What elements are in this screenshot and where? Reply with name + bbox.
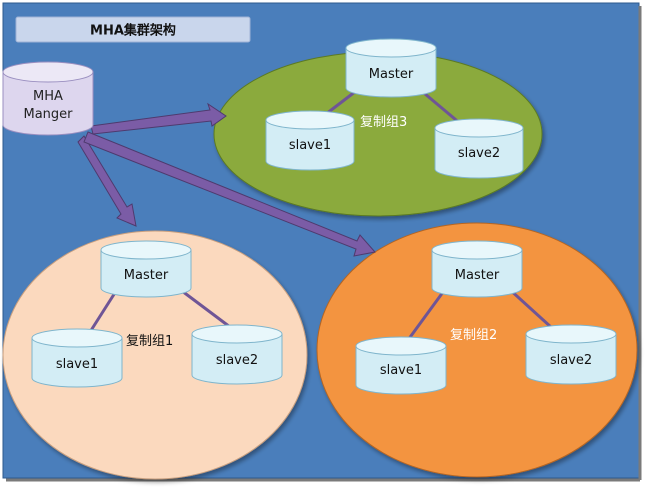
group3-label: 复制组3 <box>360 115 407 130</box>
group3-master-node: Master <box>345 38 437 98</box>
group2-link-slave2 <box>506 286 554 330</box>
title-box <box>15 16 251 43</box>
arrow-to-group1 <box>77 135 137 227</box>
group1-master-label: Master <box>124 268 169 283</box>
manager-arrows <box>77 102 376 257</box>
group2-master-label: Master <box>455 268 500 283</box>
page-title: MHA集群架构 <box>90 23 176 39</box>
group1-slave2-node: slave2 <box>191 324 283 385</box>
group2-slave1-node: slave1 <box>355 336 447 395</box>
group2-slave2-label: slave2 <box>550 353 592 368</box>
group3-slave2-node: slave2 <box>434 118 524 179</box>
group2-link-slave1 <box>406 287 448 341</box>
group2-slave2-node: slave2 <box>525 324 617 385</box>
mha-manager-node: MHA Manger <box>2 61 94 136</box>
group1-label: 复制组1 <box>126 334 173 349</box>
group1-ellipse <box>2 230 308 480</box>
group1-master-node: Master <box>100 240 192 298</box>
group2-ellipse <box>316 222 638 478</box>
group2-label: 复制组2 <box>450 328 497 343</box>
group1-slave1-node: slave1 <box>31 328 123 388</box>
group1-slave1-label: slave1 <box>56 357 98 372</box>
group1-link-slave2 <box>177 286 235 332</box>
group2-master-node: Master <box>431 240 523 298</box>
arrow-to-group3 <box>90 102 227 135</box>
group3-slave1-label: slave1 <box>289 138 331 153</box>
manager-label-line2: Manger <box>23 107 73 122</box>
group2-slave1-label: slave1 <box>380 363 422 378</box>
manager-label-line1: MHA <box>33 89 63 104</box>
group3-slave2-label: slave2 <box>458 146 500 161</box>
group1-link-slave1 <box>88 287 120 333</box>
arrow-to-group2 <box>83 131 376 257</box>
group3-slave1-node: slave1 <box>265 110 355 171</box>
group1-slave2-label: slave2 <box>216 353 258 368</box>
group3-master-label: Master <box>369 67 414 82</box>
